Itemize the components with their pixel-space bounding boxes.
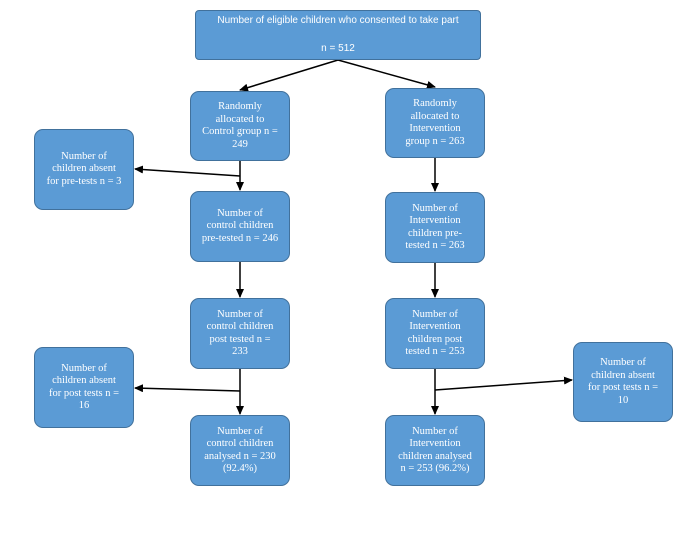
box-control-group: Randomly allocated to Control group n = … [190,91,290,161]
box-control-analysed: Number of control children analysed n = … [190,415,290,486]
box-control-pretested-text: Number of control children pre-tested n … [201,207,279,244]
box-absent-post-tests-control-text: Number of children absent for post tests… [48,362,120,412]
box-control-posttested: Number of control children post tested n… [190,298,290,369]
box-intervention-pretested-text: Number of Intervention children pre- tes… [405,202,465,252]
box-intervention-analysed-text: Number of Intervention children analysed… [398,425,472,475]
arrow-to-absent-post-control [134,384,241,393]
box-absent-post-tests-control: Number of children absent for post tests… [34,347,134,428]
box-intervention-posttested: Number of Intervention children post tes… [385,298,485,369]
box-intervention-pretested: Number of Intervention children pre- tes… [385,192,485,263]
box-intervention-posttested-text: Number of Intervention children post tes… [405,308,465,358]
box-absent-post-tests-intervention: Number of children absent for post tests… [573,342,673,422]
box-absent-pre-tests-text: Number of children absent for pre-tests … [46,150,122,187]
arrow-to-absent-post-intervention [434,376,573,391]
arrow-to-absent-pre [134,165,241,177]
box-eligible-consented-text: Number of eligible children who consente… [217,15,459,54]
box-intervention-group-text: Randomly allocated to Intervention group… [405,98,465,147]
box-absent-pre-tests: Number of children absent for pre-tests … [34,129,134,210]
box-eligible-consented: Number of eligible children who consente… [195,10,481,60]
box-control-pretested: Number of control children pre-tested n … [190,191,290,262]
box-intervention-group: Randomly allocated to Intervention group… [385,88,485,158]
box-control-group-text: Randomly allocated to Control group n = … [202,101,278,150]
box-control-posttested-text: Number of control children post tested n… [206,308,274,358]
arrow-top-to-control [239,59,339,92]
box-absent-post-tests-intervention-text: Number of children absent for post tests… [587,357,659,406]
arrow-top-to-intervention [337,59,436,89]
box-intervention-analysed: Number of Intervention children analysed… [385,415,485,486]
box-control-analysed-text: Number of control children analysed n = … [204,425,276,475]
